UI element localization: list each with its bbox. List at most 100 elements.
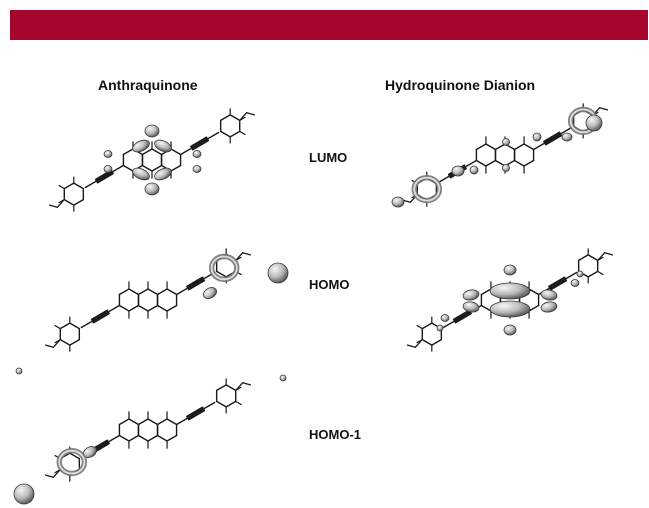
bond [137, 304, 149, 312]
bond [151, 148, 163, 156]
bond [421, 322, 433, 330]
bond [118, 304, 130, 312]
orbital-lobe [451, 165, 465, 177]
bond [170, 148, 182, 156]
hydroquinone-dianion-homo-diagram [406, 248, 614, 352]
bond [118, 418, 130, 426]
bond [187, 279, 206, 291]
bond [597, 270, 604, 276]
orbital-lobe [585, 114, 603, 132]
bond [141, 164, 153, 172]
bond [406, 344, 416, 348]
bond [147, 418, 159, 426]
bond [475, 143, 487, 151]
orbital-lobe [210, 255, 238, 281]
bond [246, 112, 256, 116]
orbital-lobe [192, 165, 202, 173]
bond [63, 198, 75, 206]
bond [235, 252, 244, 262]
bond [59, 322, 71, 330]
bond [128, 434, 140, 442]
header-banner [10, 10, 648, 40]
orbital-lobe [436, 324, 444, 332]
bond [225, 384, 237, 392]
orbital-lobe [489, 282, 531, 300]
bond [414, 338, 423, 348]
bond [128, 288, 140, 296]
anthraquinone-homo-1-diagram [13, 374, 287, 505]
bond [587, 270, 599, 278]
bond [485, 143, 497, 151]
bond [219, 114, 231, 122]
bond [485, 159, 497, 167]
bond [513, 143, 525, 151]
bond [480, 304, 492, 312]
orbital-lobe [144, 124, 160, 138]
bond [431, 338, 443, 346]
bond [242, 382, 252, 386]
bond [475, 159, 487, 167]
bond [52, 338, 61, 348]
orbital-lobe [103, 150, 113, 158]
bond [215, 270, 227, 278]
bond [48, 204, 58, 208]
bond [532, 126, 573, 151]
bond [147, 288, 159, 296]
bond [186, 276, 204, 288]
bond [90, 309, 109, 321]
bond [58, 184, 65, 190]
bond [54, 324, 61, 330]
bond [544, 134, 563, 146]
bond [548, 276, 566, 288]
orbital-lobe [154, 167, 172, 181]
column-title-anthraquinone: Anthraquinone [98, 77, 198, 93]
bond [118, 434, 130, 442]
orbital-lobe [279, 374, 287, 382]
orbital-lobe [144, 182, 160, 196]
bond [122, 164, 134, 172]
orbital-lobe [502, 164, 510, 172]
bond [80, 304, 121, 329]
bond [59, 338, 71, 346]
hydroquinone-dianion-lumo-diagram [391, 103, 609, 208]
orbital-lobe [413, 176, 441, 202]
orbital-lobe [267, 262, 289, 284]
bond [137, 434, 149, 442]
row-label-homo: HOMO [309, 277, 350, 292]
bond [147, 434, 159, 442]
orbital-lobe [540, 301, 558, 313]
orbital-lobe [469, 165, 479, 175]
bond [156, 434, 168, 442]
orbital-lobe [391, 196, 405, 208]
bond [191, 139, 210, 151]
bond [170, 164, 182, 172]
bond [239, 112, 248, 122]
bond [597, 252, 606, 262]
bond [215, 400, 227, 408]
bond [416, 324, 423, 330]
orbital-lobe [58, 449, 86, 475]
bond [156, 288, 168, 296]
orbital-lobe [192, 150, 202, 158]
bond [229, 130, 241, 138]
bond [599, 107, 609, 111]
bond [523, 143, 535, 151]
bond [166, 418, 178, 426]
bond [156, 304, 168, 312]
bond [452, 309, 471, 321]
bond [166, 288, 178, 296]
bond [225, 400, 237, 408]
bond [190, 136, 208, 148]
column-title-hydroquinone-dianion: Hydroquinone Dianion [385, 77, 536, 93]
bond [118, 288, 130, 296]
bond [480, 288, 492, 296]
bond [137, 418, 149, 426]
bond [235, 382, 244, 392]
bond [166, 434, 178, 442]
orbital-lobe [462, 301, 480, 313]
orbital-lobe [532, 132, 542, 142]
orbital-lobe [103, 165, 113, 173]
anthraquinone-homo-diagram [15, 248, 289, 375]
bond [175, 271, 216, 296]
bond [137, 288, 149, 296]
